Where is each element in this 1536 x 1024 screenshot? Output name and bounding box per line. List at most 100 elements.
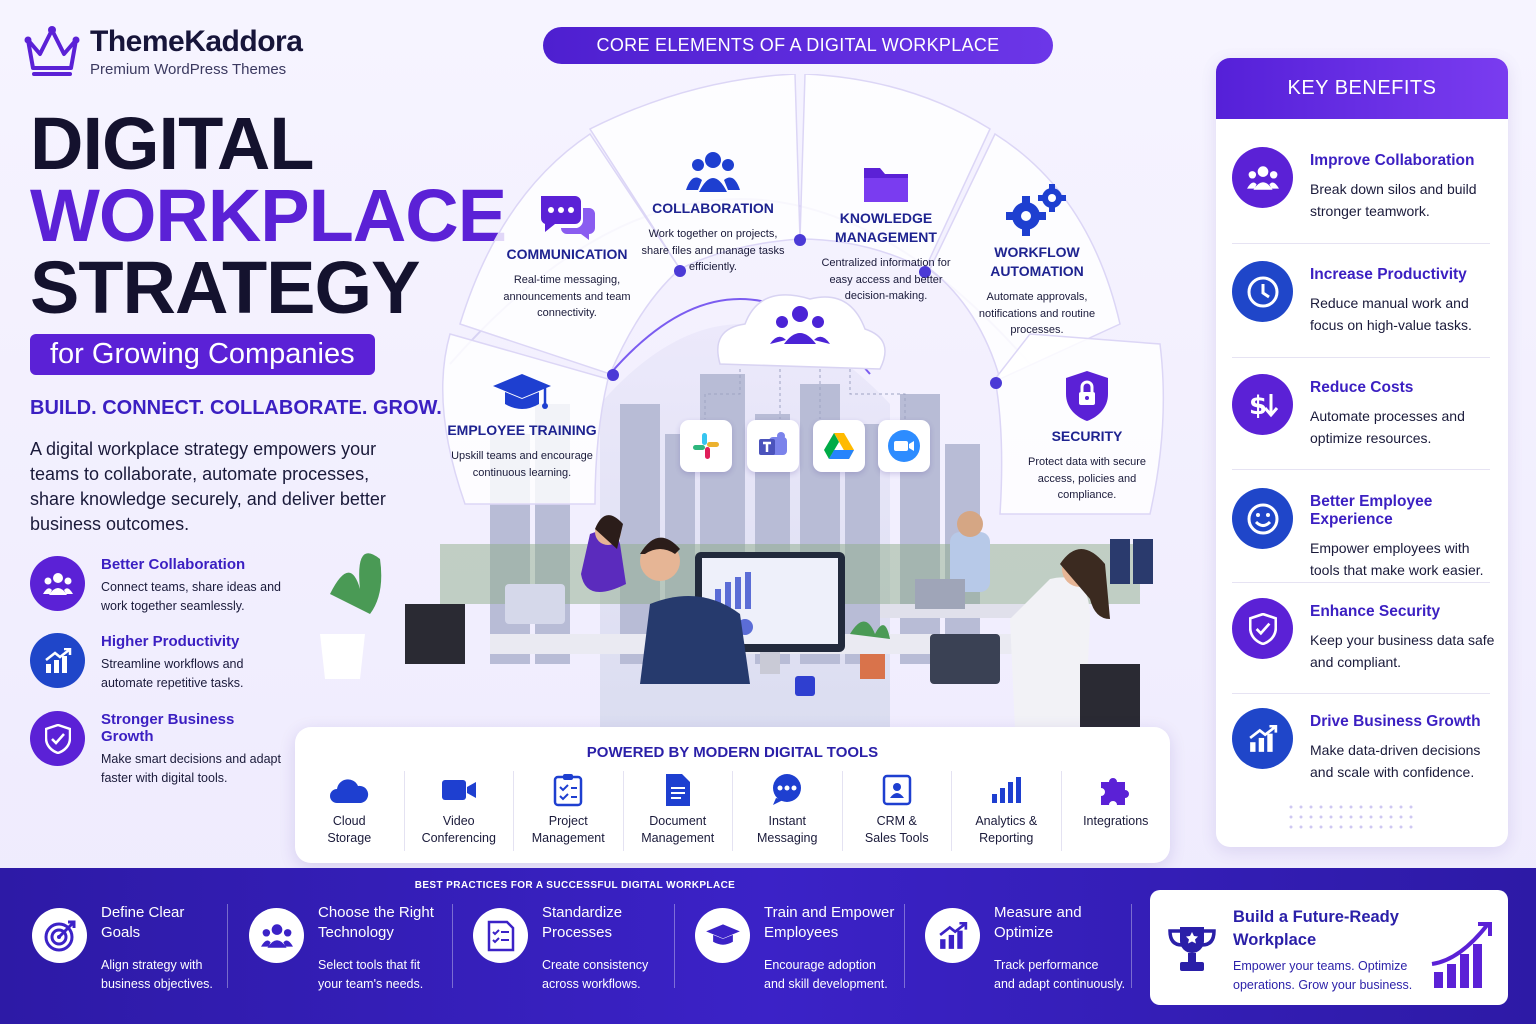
clock-icon xyxy=(1232,261,1293,322)
tool-crm-sales: CRM &Sales Tools xyxy=(843,771,952,851)
shield-check-icon xyxy=(1232,598,1293,659)
practice-desc: and skill development. xyxy=(764,977,888,991)
hero-tagline: BUILD. CONNECT. COLLABORATE. GROW. xyxy=(30,397,442,419)
future-desc: Empower your teams. Optimize operations.… xyxy=(1233,959,1413,992)
tool-label: Reporting xyxy=(979,831,1034,845)
practice-desc: Track performance xyxy=(994,958,1099,972)
puzzle-icon xyxy=(1100,778,1129,805)
crown-logo-icon xyxy=(24,26,80,76)
divider xyxy=(1232,357,1490,358)
benefit-title: Reduce Costs xyxy=(1310,379,1414,396)
tool-analytics: Analytics &Reporting xyxy=(952,771,1062,851)
core-element-desc: Automate approvals, notifications and ro… xyxy=(978,291,1096,336)
practice-title: Define Clear xyxy=(101,904,185,921)
graduation-cap-icon xyxy=(695,908,750,963)
divider xyxy=(674,904,675,988)
practice-desc: Encourage adoption xyxy=(764,958,876,972)
message-icon xyxy=(773,774,802,805)
practice-desc: Select tools that fit xyxy=(318,958,421,972)
page-title: DIGITAL WORKPLACE STRATEGY xyxy=(30,102,507,325)
tool-label: Instant xyxy=(768,814,807,828)
core-element-desc: Centralized information for easy access … xyxy=(821,257,951,302)
dot-pattern xyxy=(1289,805,1413,829)
folder-icon xyxy=(864,168,908,202)
team-icon xyxy=(249,908,304,963)
benefit-desc: Keep your business data safe and complia… xyxy=(1310,632,1495,670)
chart-up-icon xyxy=(925,908,980,963)
feature-desc: Connect teams, share ideas and work toge… xyxy=(101,580,281,613)
practice-desc: business objectives. xyxy=(101,977,213,991)
video-icon xyxy=(441,780,476,800)
tool-label: Messaging xyxy=(757,831,818,845)
checklist-icon xyxy=(473,908,528,963)
practice-title: Train and Empower xyxy=(764,904,895,921)
practice-desc: Create consistency xyxy=(542,958,649,972)
chat-icon xyxy=(540,196,595,240)
core-element-communication: COMMUNICATION Real-time messaging, annou… xyxy=(492,192,642,322)
target-icon xyxy=(32,908,87,963)
core-element-title: WORKFLOW AUTOMATION xyxy=(990,244,1084,279)
gears-icon xyxy=(1006,184,1066,236)
practice-desc: your team's needs. xyxy=(318,977,424,991)
office-scene: COLLABORATION Work together on projects,… xyxy=(290,73,1190,774)
divider xyxy=(1232,469,1490,470)
practice-title: Goals xyxy=(101,924,141,941)
tool-label: Video xyxy=(442,814,475,828)
divider xyxy=(227,904,228,988)
tool-label: Management xyxy=(641,831,715,845)
divider xyxy=(1232,582,1490,583)
divider xyxy=(1131,904,1132,988)
benefit-title: Improve Collaboration xyxy=(1310,152,1475,169)
divider xyxy=(904,904,905,988)
title-line-1: DIGITAL xyxy=(30,102,314,185)
title-line-2: WORKPLACE xyxy=(30,174,507,257)
practice-title: Standardize xyxy=(542,904,623,921)
practice-title: Measure and xyxy=(994,904,1082,921)
brand: ThemeKaddora Premium WordPress Themes xyxy=(24,24,303,78)
future-ready-card: Build a Future-Ready Workplace Empower y… xyxy=(1150,890,1508,1005)
feature-title: Stronger Business Growth xyxy=(101,711,235,745)
smile-icon xyxy=(1232,488,1293,549)
benefit-title: Enhance Security xyxy=(1310,603,1441,620)
benefit-desc: Reduce manual work and focus on high-val… xyxy=(1310,295,1472,333)
feature-title: Higher Productivity xyxy=(101,633,240,650)
core-element-collaboration: COLLABORATION Work together on projects,… xyxy=(638,150,788,276)
chart-up-icon xyxy=(30,633,85,688)
tool-integrations: Integrations xyxy=(1062,771,1171,851)
crm-icon xyxy=(882,774,911,806)
core-element-title: KNOWLEDGE MANAGEMENT xyxy=(835,210,937,245)
cloud-icon xyxy=(330,779,369,803)
benefit-desc: Empower employees with tools that make w… xyxy=(1310,540,1484,578)
document-icon xyxy=(665,774,690,806)
feature-desc: Make smart decisions and adapt faster wi… xyxy=(101,752,281,785)
google-drive-icon xyxy=(813,420,865,472)
brand-name: ThemeKaddora xyxy=(90,24,303,58)
bar-chart-icon xyxy=(992,777,1022,803)
slack-app-icon xyxy=(680,420,732,472)
tool-label: Document xyxy=(649,814,707,828)
best-practices-title: BEST PRACTICES FOR A SUCCESSFUL DIGITAL … xyxy=(414,880,736,891)
core-elements-header: CORE ELEMENTS OF A DIGITAL WORKPLACE xyxy=(543,27,1053,64)
practice-title: Choose the Right xyxy=(318,904,434,921)
tool-label: Project xyxy=(548,814,588,828)
core-element-desc: Protect data with secure access, policie… xyxy=(1027,456,1146,501)
practice-title: Employees xyxy=(764,924,839,941)
team-icon xyxy=(1232,147,1293,208)
tool-label: Integrations xyxy=(1083,814,1149,828)
intro-text: A digital workplace strategy empowers yo… xyxy=(30,439,386,534)
tool-label: Storage xyxy=(327,831,372,845)
practice-title: Processes xyxy=(542,924,613,941)
benefit-desc: Break down silos and build stronger team… xyxy=(1310,181,1477,219)
zoom-app-icon xyxy=(878,420,930,472)
team-icon xyxy=(30,556,85,611)
core-element-title: COMMUNICATION xyxy=(506,246,628,262)
core-element-title: EMPLOYEE TRAINING xyxy=(447,422,597,438)
